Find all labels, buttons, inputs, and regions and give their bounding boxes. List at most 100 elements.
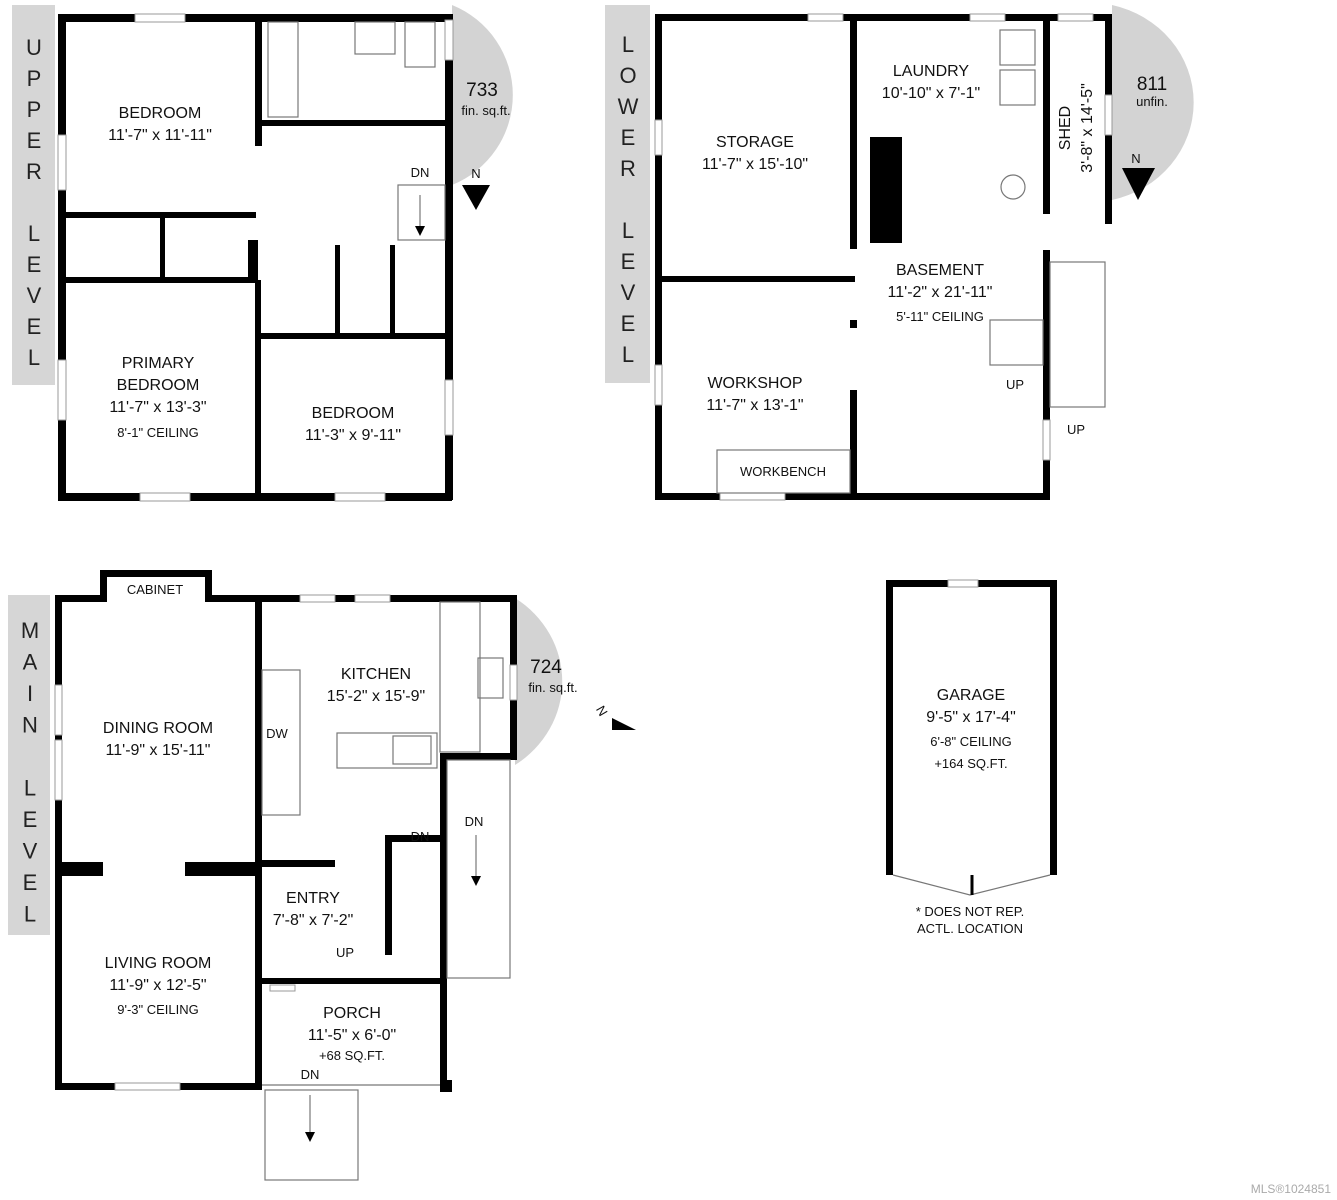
stairs-dn-label: DN <box>465 814 484 829</box>
room-dims: 11'-9" x 12'-5" <box>109 977 206 994</box>
garage-dims: 9'-5" x 17'-4" <box>926 709 1016 726</box>
lower-north-label: N <box>1131 151 1140 166</box>
main-level-plan <box>54 570 518 1181</box>
stairs-up-label: UP <box>336 945 354 960</box>
level-letter: A <box>23 650 38 675</box>
room-dims: 11'-7" x 15'-10" <box>702 156 808 173</box>
room-dims: 7'-8" x 7'-2" <box>273 912 354 929</box>
lower-level-bar <box>605 5 650 383</box>
room-name: PRIMARY <box>122 355 195 372</box>
cabinet-label: CABINET <box>127 582 183 597</box>
level-letter: L <box>622 32 634 57</box>
level-letter: E <box>27 314 42 339</box>
level-letter: L <box>28 221 40 246</box>
level-letter: V <box>621 280 636 305</box>
room-dims: 11'-7" x 11'-11" <box>108 127 212 144</box>
level-letter: P <box>27 66 42 91</box>
room-name: BASEMENT <box>896 262 984 279</box>
level-letter: L <box>24 776 36 801</box>
stairs-up-label: UP <box>1006 377 1024 392</box>
upper-area: 733 <box>466 80 498 101</box>
room-name: SHED <box>1057 106 1074 150</box>
level-letter: O <box>619 63 636 88</box>
room-ceiling: 9'-3" CEILING <box>117 1002 199 1017</box>
level-letter: V <box>27 283 42 308</box>
level-letter: U <box>26 35 42 60</box>
level-letter: R <box>26 159 42 184</box>
room-name: PORCH <box>323 1005 381 1022</box>
room-name-2: BEDROOM <box>117 377 200 394</box>
upper-level-bar <box>12 5 55 385</box>
level-letter: E <box>621 249 636 274</box>
level-letter: I <box>27 681 33 706</box>
room-dims: 11'-2" x 21'-11" <box>888 284 993 301</box>
lower-level-plan <box>654 13 1113 501</box>
garage-ceiling: 6'-8" CEILING <box>930 734 1012 749</box>
level-letter: E <box>23 870 38 895</box>
upper-stairs-label: DN <box>411 165 430 180</box>
room-name: KITCHEN <box>341 666 411 683</box>
upper-area-note: fin. sq.ft. <box>461 103 510 118</box>
room-ceiling: 8'-1" CEILING <box>117 425 199 440</box>
level-letter: L <box>622 218 634 243</box>
level-letter: W <box>618 94 639 119</box>
level-letter: E <box>27 128 42 153</box>
upper-level-plan <box>57 13 454 502</box>
room-name: DINING ROOM <box>103 720 213 737</box>
room-name: BEDROOM <box>312 405 395 422</box>
upper-north-label: N <box>471 166 480 181</box>
room-extra: +68 SQ.FT. <box>319 1048 385 1063</box>
main-area-note: fin. sq.ft. <box>528 680 577 695</box>
room-dims: 11'-3" x 9'-11" <box>305 427 401 444</box>
stairs-dn-label: DN <box>411 829 430 844</box>
room-dims: 11'-7" x 13'-1" <box>706 397 803 414</box>
level-letter: L <box>24 902 36 927</box>
room-dims: 11'-9" x 15'-11" <box>106 742 211 759</box>
room-name: LAUNDRY <box>893 63 970 80</box>
level-letter: V <box>23 839 38 864</box>
room-name: LIVING ROOM <box>105 955 212 972</box>
level-letter: N <box>22 713 38 738</box>
lower-north-arrow-icon <box>1122 168 1155 200</box>
room-name: STORAGE <box>716 134 794 151</box>
garage-note: ACTL. LOCATION <box>917 921 1023 936</box>
garage-extra: +164 SQ.FT. <box>934 756 1007 771</box>
level-letter: L <box>28 345 40 370</box>
level-letter: L <box>622 342 634 367</box>
stairs-dn-label: DN <box>301 1067 320 1082</box>
upper-north-arrow-icon <box>462 185 490 210</box>
room-dims: 11'-5" x 6'-0" <box>308 1027 396 1044</box>
garage-name: GARAGE <box>937 687 1005 704</box>
room-dims: 15'-2" x 15'-9" <box>327 688 425 705</box>
upper-area-badge <box>452 5 513 185</box>
room-dims: 11'-7" x 13'-3" <box>109 399 206 416</box>
stairs-up-label: UP <box>1067 422 1085 437</box>
level-letter: E <box>27 252 42 277</box>
mls-number: MLS®1024851 <box>1250 1182 1331 1196</box>
main-level-bar <box>8 595 50 935</box>
workbench-label: WORKBENCH <box>740 464 826 479</box>
room-dims: 10'-10" x 7'-1" <box>882 85 980 102</box>
room-ceiling: 5'-11" CEILING <box>896 309 984 324</box>
lower-area-badge <box>1112 5 1194 200</box>
room-name: WORKSHOP <box>707 375 802 392</box>
lower-area-note: unfin. <box>1136 94 1168 109</box>
level-letter: E <box>621 125 636 150</box>
main-area: 724 <box>530 657 562 678</box>
garage-note: * DOES NOT REP. <box>916 904 1025 919</box>
garage-plan <box>886 579 1057 896</box>
level-letter: E <box>621 311 636 336</box>
room-name: ENTRY <box>286 890 340 907</box>
level-letter: E <box>23 807 38 832</box>
main-area-badge <box>515 598 563 765</box>
main-north-arrow-icon <box>612 718 636 730</box>
dishwasher-label: DW <box>266 726 288 741</box>
room-dims: 3'-8" x 14'-5" <box>1079 83 1096 173</box>
lower-area: 811 <box>1137 74 1167 95</box>
level-letter: M <box>21 618 39 643</box>
level-letter: R <box>620 156 636 181</box>
